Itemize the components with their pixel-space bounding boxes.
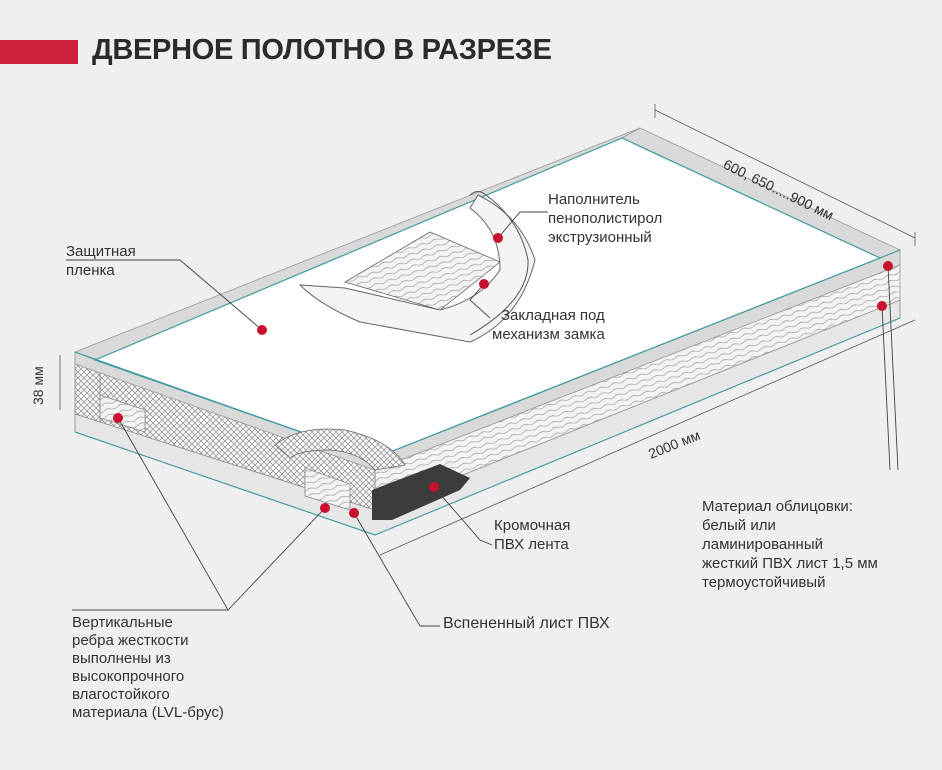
red-markers <box>113 233 893 518</box>
marker-foamed-sheet <box>429 482 439 492</box>
label-vertical-ribs: Вертикальные ребра жесткости выполнены и… <box>72 614 224 721</box>
marker-filler <box>493 233 503 243</box>
foamed-pvc-sheet <box>372 464 470 520</box>
label-lock-insert: Закладная под механизм замка <box>492 307 605 343</box>
header-accent-bar <box>0 40 78 64</box>
marker-rib-left <box>113 413 123 423</box>
marker-edge-tape <box>349 508 359 518</box>
leader-lines <box>66 211 899 627</box>
left-end-section <box>74 361 376 511</box>
marker-lock-insert <box>479 279 489 289</box>
peeled-protective-film <box>274 428 406 471</box>
label-foamed-sheet: Вспененный лист ПВХ <box>443 615 610 632</box>
marker-protective-film <box>257 325 267 335</box>
marker-rib-right <box>320 503 330 513</box>
marker-cladding-bottom <box>877 301 887 311</box>
page-title: ДВЕРНОЕ ПОЛОТНО В РАЗРЕЗЕ <box>92 34 552 66</box>
marker-cladding-top <box>883 261 893 271</box>
label-filler: Наполнитель пенополистирол экструзионный <box>548 191 663 246</box>
dimension-thickness: 38 мм <box>30 366 46 405</box>
label-protective-film: Защитная пленка <box>66 243 136 279</box>
label-edge-tape: Кромочная ПВХ лента <box>494 517 571 553</box>
label-cladding: Материал облицовки: белый или ламинирова… <box>702 498 878 591</box>
dimension-lines <box>59 104 916 556</box>
